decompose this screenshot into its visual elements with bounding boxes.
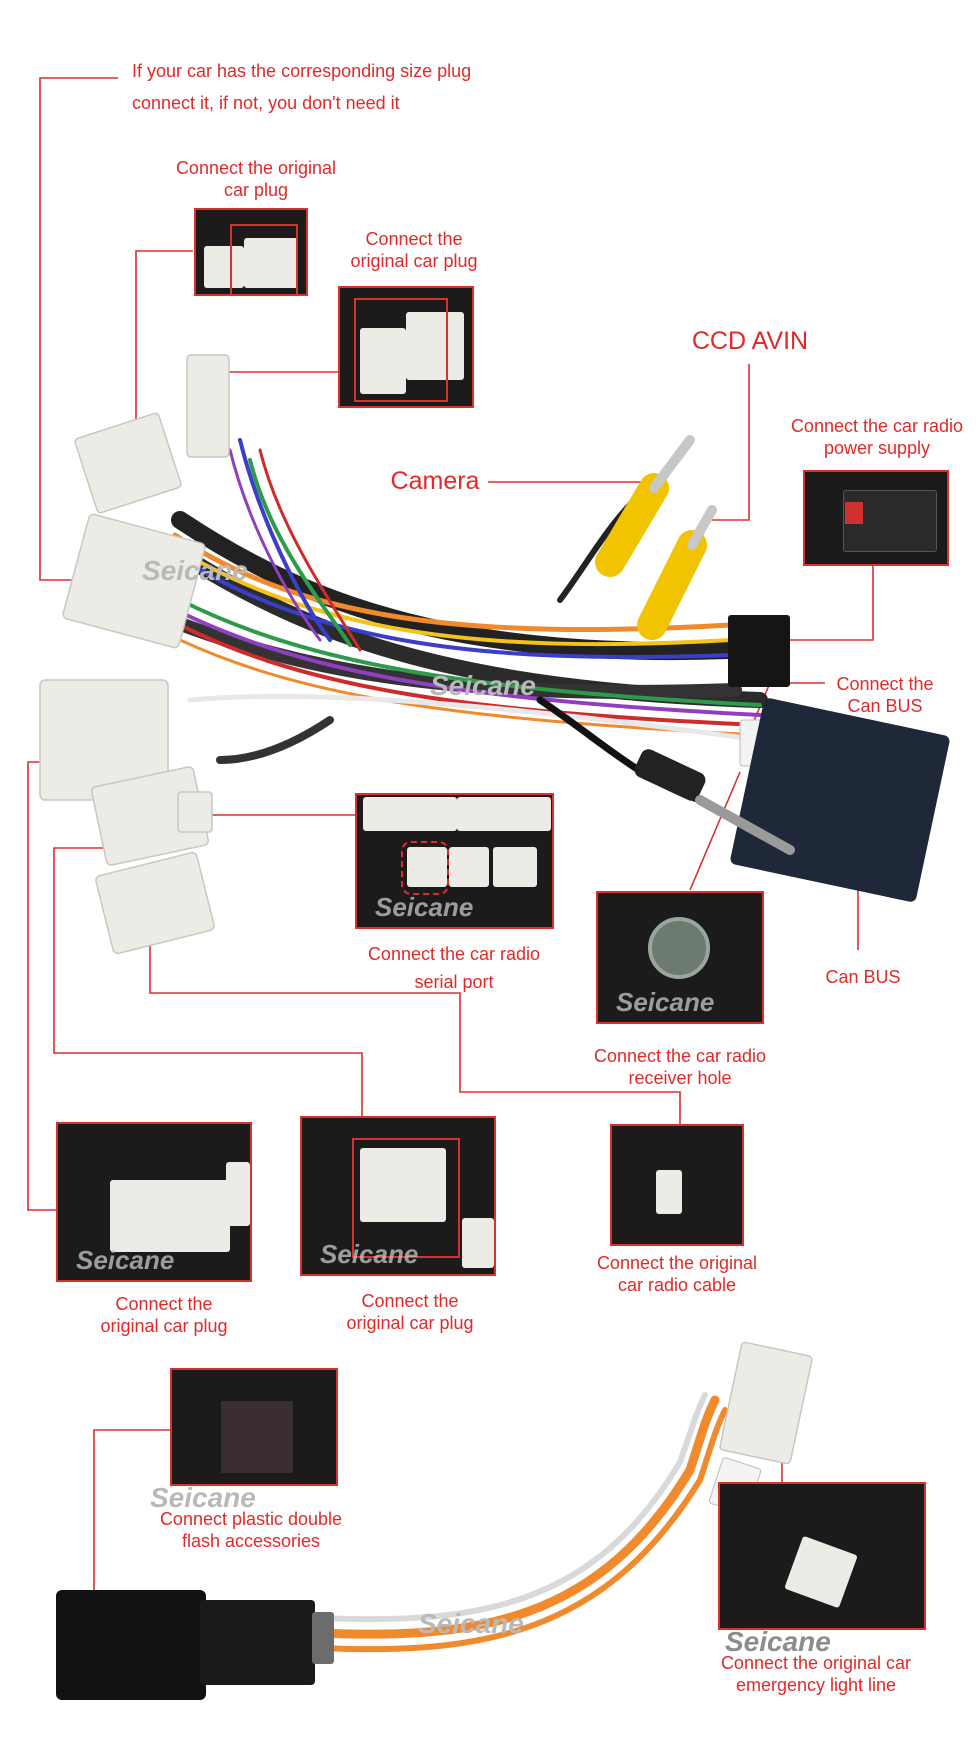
label-orig-plug-2-line2: original car plug [350,251,478,271]
label-radio-cable-line2: car radio cable [617,1275,737,1295]
label-orig-plug-1: Connect the original car plug [166,157,346,201]
label-radio-power-line2: power supply [823,438,931,458]
label-orig-plug-3: Connect the original car plug [74,1293,254,1337]
label-canbus-connect-line2: Can BUS [847,696,923,716]
label-radio-power: Connect the car radio power supply [772,415,980,459]
label-receiver-hole-line2: receiver hole [628,1068,732,1088]
label-orig-plug-1-line1: Connect the original [175,158,337,178]
label-emergency: Connect the original car emergency light… [706,1652,926,1696]
label-serial-port-line1: Connect the car radio [367,944,541,964]
label-orig-plug-3-line1: Connect the [115,1294,213,1314]
connector-small-2 [177,791,213,833]
label-serial-port: Connect the car radio serial port [354,940,554,996]
label-orig-plug-1-line2: car plug [223,180,289,200]
watermark: Seicane [616,987,715,1017]
watermark: Seicane [150,1482,256,1513]
leader-orig-plug-1 [135,250,193,436]
label-double-flash-line1: Connect plastic double [159,1509,343,1529]
label-size-plug-line1: If your car has the corresponding size p… [132,61,472,81]
double-flash-switch [56,1590,334,1700]
label-receiver-hole-line1: Connect the car radio [593,1046,767,1066]
label-orig-plug-3-line2: original car plug [100,1316,228,1336]
label-receiver-hole: Connect the car radio receiver hole [578,1045,782,1089]
label-orig-plug-2-line1: Connect the [365,229,463,249]
leader-ccd-avin [710,364,750,521]
label-double-flash-line2: flash accessories [181,1531,321,1551]
wire-bundle [163,438,768,804]
watermark: Seicane [375,892,474,922]
photo-serial-port: Seicane [355,793,554,929]
watermark: Seicane [430,670,536,701]
label-emergency-line1: Connect the original car [720,1653,912,1673]
connector-large-1 [62,513,206,649]
photo-orig-plug-2 [338,286,474,408]
label-ccd-avin: CCD AVIN [691,327,809,355]
photo-orig-plug-1 [194,208,308,296]
label-serial-port-line2: serial port [414,972,494,992]
photo-emergency [718,1482,926,1630]
label-orig-plug-4-line1: Connect the [361,1291,459,1311]
leader-double-flash [93,1429,170,1620]
photo-double-flash [170,1368,338,1486]
leader-radio-cable [149,905,681,1125]
label-orig-plug-2: Connect the original car plug [334,228,494,272]
rca-plugs [595,435,717,640]
label-size-plug-line2: connect it, if not, you don't need it [132,93,400,113]
watermark: Seicane [142,555,248,586]
label-canbus-connect: Connect the Can BUS [820,673,950,717]
label-can-bus: Can BUS [825,967,901,987]
connector-mid-2 [95,851,215,955]
power-connector [728,615,790,687]
label-size-plug: If your car has the corresponding size p… [132,55,471,119]
label-radio-power-line1: Connect the car radio [790,416,964,436]
canbus-box [730,698,950,902]
left-connectors [39,354,230,955]
leader-radio-power [770,565,874,641]
watermark: Seicane [418,1608,524,1639]
label-orig-plug-4: Connect the original car plug [320,1290,500,1334]
label-emergency-line2: emergency light line [735,1675,897,1695]
photo-orig-plug-4: Seicane [300,1116,496,1276]
label-radio-cable-line1: Connect the original [596,1253,758,1273]
photo-radio-cable [610,1124,744,1246]
label-orig-plug-4-line2: original car plug [346,1313,474,1333]
watermark: Seicane [76,1245,175,1275]
leader-receiver-hole [689,771,741,891]
connector-top-mid [74,412,182,514]
photo-orig-plug-3: Seicane [56,1122,252,1282]
watermark: Seicane [725,1626,831,1657]
photo-radio-power [803,470,949,566]
label-camera: Camera [390,467,480,495]
photo-receiver-hole: Seicane [596,891,764,1024]
label-radio-cable: Connect the original car radio cable [582,1252,772,1296]
connector-top-small [186,354,230,458]
watermark: Seicane [320,1239,419,1269]
label-double-flash: Connect plastic double flash accessories [146,1508,356,1552]
leader-orig-plug-4 [53,847,363,1118]
antenna-plug [634,749,795,855]
label-canbus-connect-line1: Connect the [836,674,934,694]
